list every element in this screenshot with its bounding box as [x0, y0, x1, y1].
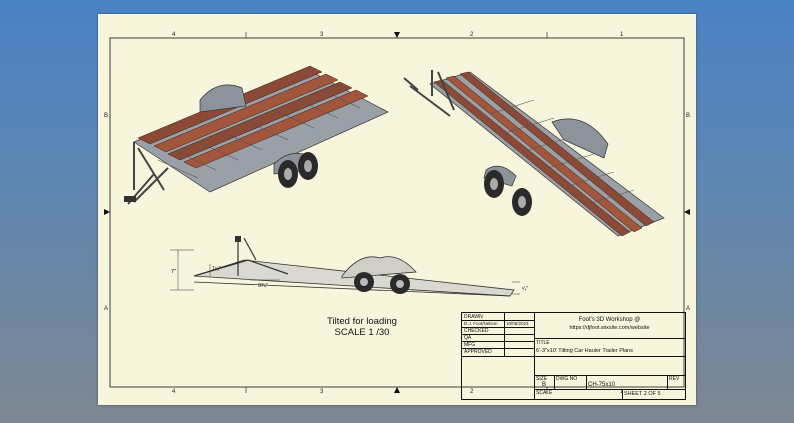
trailer-side-view: 7" 1¹⁄₂" 9³⁄₄" ¹⁄₄": [170, 236, 529, 297]
zone-row-b-left: B: [104, 113, 108, 119]
center-marks: [104, 32, 690, 393]
drawn-by: D.J. Foot/Nelson: [464, 320, 498, 326]
zone-col-3-bottom: 3: [320, 389, 324, 395]
zone-row-a-left: A: [104, 306, 108, 312]
size-label: SIZE: [536, 376, 548, 382]
checked-label: CHECKED: [464, 328, 489, 334]
title-label: TITLE: [536, 340, 550, 346]
drawing-title: 6'-3"x10' Tilting Car Hauler Trailer Pla…: [536, 348, 633, 354]
zone-col-4-bottom: 4: [172, 389, 176, 395]
drawing-number: CH-75x10: [588, 381, 616, 388]
company-name: Foot's 3D Workshop @: [578, 317, 641, 323]
zone-row-b-right: B: [686, 113, 690, 119]
caption-title: Tilted for loading: [327, 316, 397, 327]
drawn-date: 10/05/2023: [506, 320, 529, 326]
rev-label: REV: [669, 376, 680, 382]
zone-col-4-top: 4: [172, 32, 176, 38]
dim-offset: 9³⁄₄": [258, 283, 268, 289]
drawn-label: DRAWN: [464, 314, 483, 320]
approved-label: APPROVED: [464, 349, 492, 355]
dwg-label: DWG NO: [556, 376, 578, 382]
caption-scale: SCALE 1 /30: [334, 327, 390, 338]
zone-col-2-top: 2: [470, 32, 474, 38]
trailer-isometric-left: [124, 65, 389, 205]
drawing-canvas: 4 3 2 1 4 3 2 1 B A B A: [104, 32, 690, 395]
zone-col-3-top: 3: [320, 32, 324, 38]
sheet-number: SHEET 2 OF 5: [624, 391, 661, 397]
mfg-label: MFG: [464, 342, 476, 348]
zone-col-2-bottom: 2: [470, 389, 474, 395]
dim-tail: ¹⁄₄": [522, 286, 529, 292]
title-block: DRAWN D.J. Foot/Nelson 10/05/2023 CHECKE…: [461, 312, 686, 400]
scale-label: SCALE: [536, 390, 553, 396]
zone-row-a-right: A: [686, 306, 690, 312]
dim-height: 7": [171, 269, 176, 275]
qa-label: QA: [464, 335, 472, 341]
zone-col-1-top: 1: [620, 32, 624, 38]
sheet-size: B: [542, 382, 547, 388]
view-caption: Tilted for loading SCALE 1 /30: [312, 316, 412, 338]
dim-inner-height: 1¹⁄₂": [212, 266, 221, 272]
drawing-sheet: 4 3 2 1 4 3 2 1 B A B A: [98, 14, 696, 405]
company-website: https://djfoot.wixsite.com/website: [569, 325, 650, 331]
trailer-isometric-right: [403, 70, 665, 237]
